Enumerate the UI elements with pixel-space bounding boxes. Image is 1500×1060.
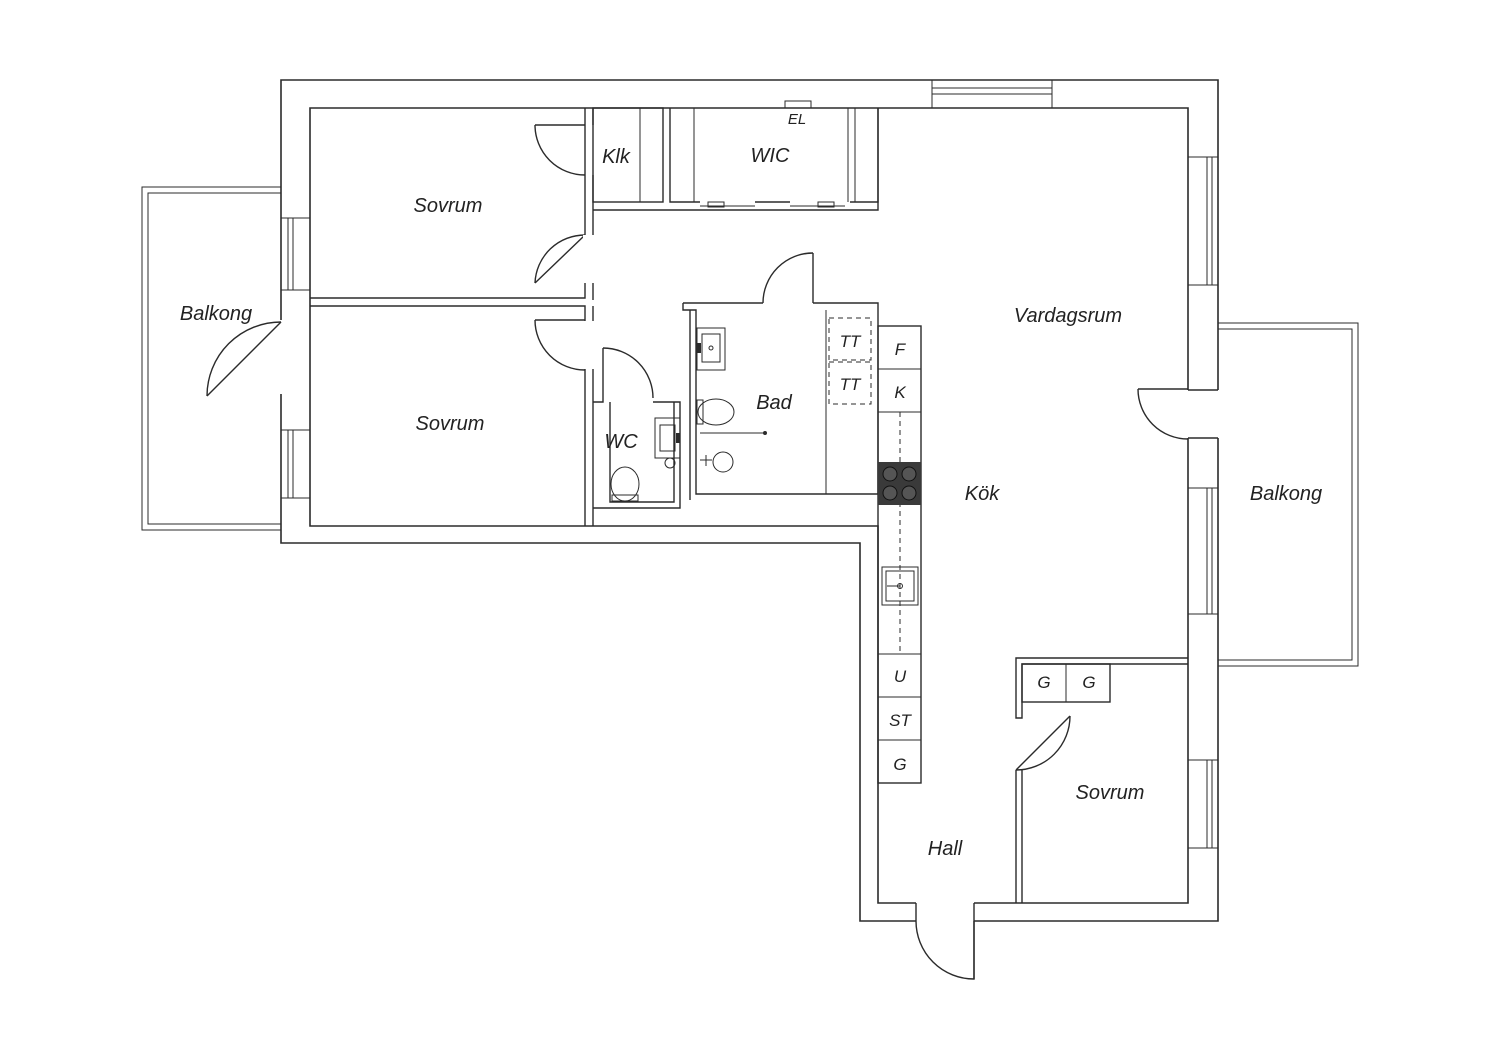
label-sovrum-top: Sovrum bbox=[414, 195, 483, 217]
label-g-kitchen: G bbox=[893, 755, 906, 774]
label-wic: WIC bbox=[751, 145, 790, 167]
label-k: K bbox=[894, 383, 906, 402]
label-g-1: G bbox=[1037, 673, 1050, 692]
fixtures bbox=[610, 317, 921, 606]
label-el: EL bbox=[788, 111, 806, 128]
label-vardagsrum: Vardagsrum bbox=[1014, 305, 1122, 327]
label-tt-2: TT bbox=[840, 375, 862, 394]
label-st: ST bbox=[889, 711, 912, 730]
label-bad: Bad bbox=[756, 392, 792, 414]
label-tt-1: TT bbox=[840, 332, 862, 351]
room-labels: Sovrum Sovrum Sovrum Klk WIC EL Balkong … bbox=[180, 111, 1322, 860]
label-balkong-right: Balkong bbox=[1250, 483, 1322, 505]
label-klk: Klk bbox=[602, 146, 631, 168]
fixture-labels: TT TT F K U ST G G G bbox=[840, 332, 1096, 774]
label-u: U bbox=[894, 667, 907, 686]
doors bbox=[534, 124, 1071, 980]
top-window bbox=[931, 79, 1053, 109]
label-hall: Hall bbox=[928, 838, 963, 860]
label-f: F bbox=[895, 340, 907, 359]
balcony-left bbox=[141, 186, 288, 531]
label-sovrum-mid: Sovrum bbox=[416, 413, 485, 435]
balcony-right bbox=[1137, 322, 1359, 667]
windows-left bbox=[280, 217, 311, 499]
label-sovrum-right: Sovrum bbox=[1076, 782, 1145, 804]
outer-walls bbox=[280, 79, 1219, 922]
label-wc: WC bbox=[604, 431, 638, 453]
label-balkong-left: Balkong bbox=[180, 303, 252, 325]
label-g-2: G bbox=[1082, 673, 1095, 692]
windows-right bbox=[1187, 156, 1219, 849]
label-kok: Kök bbox=[965, 483, 1000, 505]
